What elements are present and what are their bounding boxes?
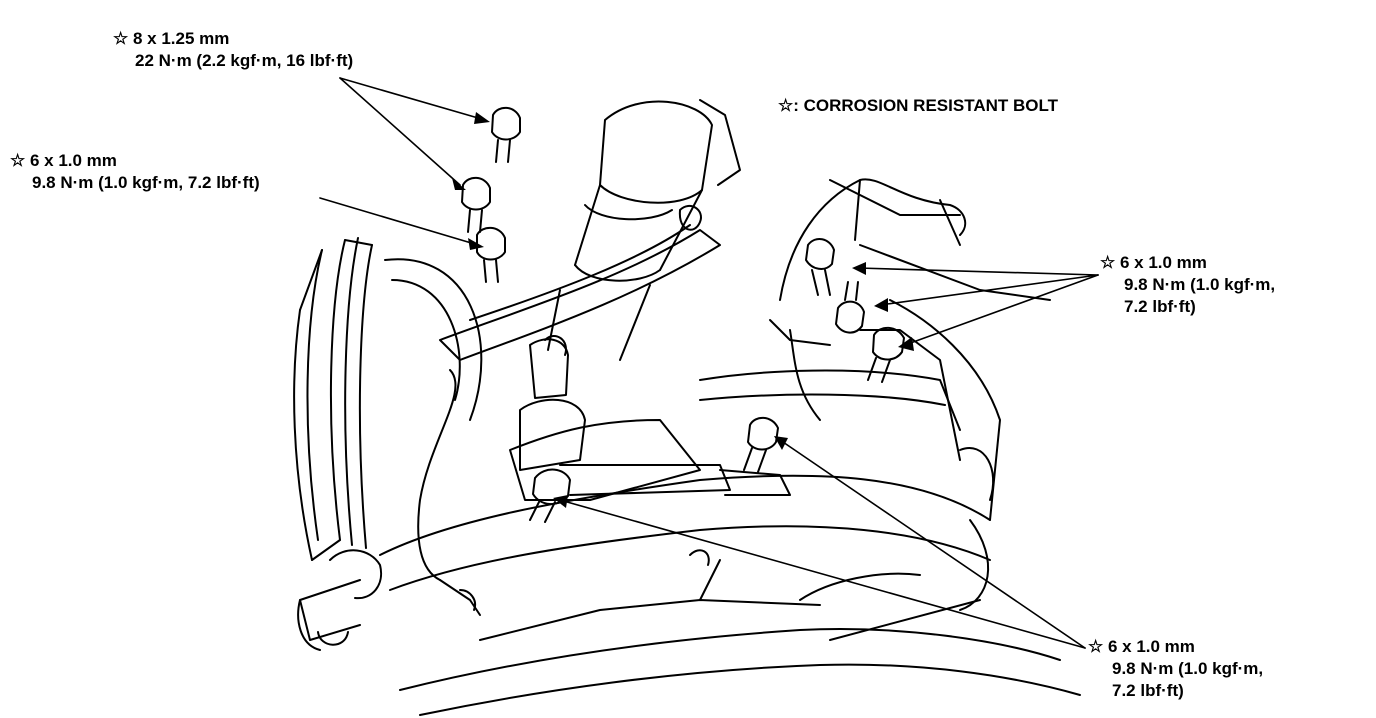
brake-rotor <box>293 237 483 561</box>
leader-lines <box>319 77 1099 649</box>
lower-rails <box>399 549 1081 716</box>
bolt-mid-left <box>529 468 571 523</box>
brake-lines <box>769 178 1051 421</box>
bolt-center <box>743 416 779 473</box>
lower-arm <box>297 474 991 651</box>
callout-right: ☆ 6 x 1.0 mm 9.8 N·m (1.0 kgf·m, 7.2 lbf… <box>1100 252 1275 318</box>
bolt-right-1 <box>805 238 835 296</box>
callout-right-torque-1: 9.8 N·m (1.0 kgf·m, <box>1124 275 1276 294</box>
callout-bottom-right-torque-2: 7.2 lbf·ft) <box>1112 681 1184 700</box>
subframe <box>699 299 1001 641</box>
bolt-right-3 <box>867 326 905 383</box>
toe-link <box>509 335 791 501</box>
bolt-top-1 <box>491 106 521 163</box>
bolt-top-3 <box>476 226 506 283</box>
callout-top-left-torque: 22 N·m (2.2 kgf·m, 16 lbf·ft) <box>135 51 354 70</box>
abs-cable <box>417 369 481 616</box>
callout-left-spec: ☆ 6 x 1.0 mm <box>10 151 117 170</box>
callout-right-spec: ☆ 6 x 1.0 mm <box>1100 253 1207 272</box>
callout-top-left-spec: ☆ 8 x 1.25 mm <box>113 29 230 48</box>
legend-corrosion: ☆: CORROSION RESISTANT BOLT <box>778 96 1058 115</box>
callout-bottom-right: ☆ 6 x 1.0 mm 9.8 N·m (1.0 kgf·m, 7.2 lbf… <box>1088 636 1263 702</box>
callout-bottom-right-spec: ☆ 6 x 1.0 mm <box>1088 637 1195 656</box>
shock-absorber <box>547 99 741 361</box>
callout-bottom-right-torque-1: 9.8 N·m (1.0 kgf·m, <box>1112 659 1264 678</box>
callout-left-torque: 9.8 N·m (1.0 kgf·m, 7.2 lbf·ft) <box>32 173 260 192</box>
callout-right-torque-2: 7.2 lbf·ft) <box>1124 297 1196 316</box>
upper-arm <box>439 204 721 361</box>
bolt-top-2 <box>461 176 491 233</box>
callout-left: ☆ 6 x 1.0 mm 9.8 N·m (1.0 kgf·m, 7.2 lbf… <box>10 150 260 194</box>
callout-top-left: ☆ 8 x 1.25 mm 22 N·m (2.2 kgf·m, 16 lbf·… <box>113 28 353 72</box>
arrowheads <box>452 112 914 508</box>
bolt-right-2 <box>835 281 865 334</box>
